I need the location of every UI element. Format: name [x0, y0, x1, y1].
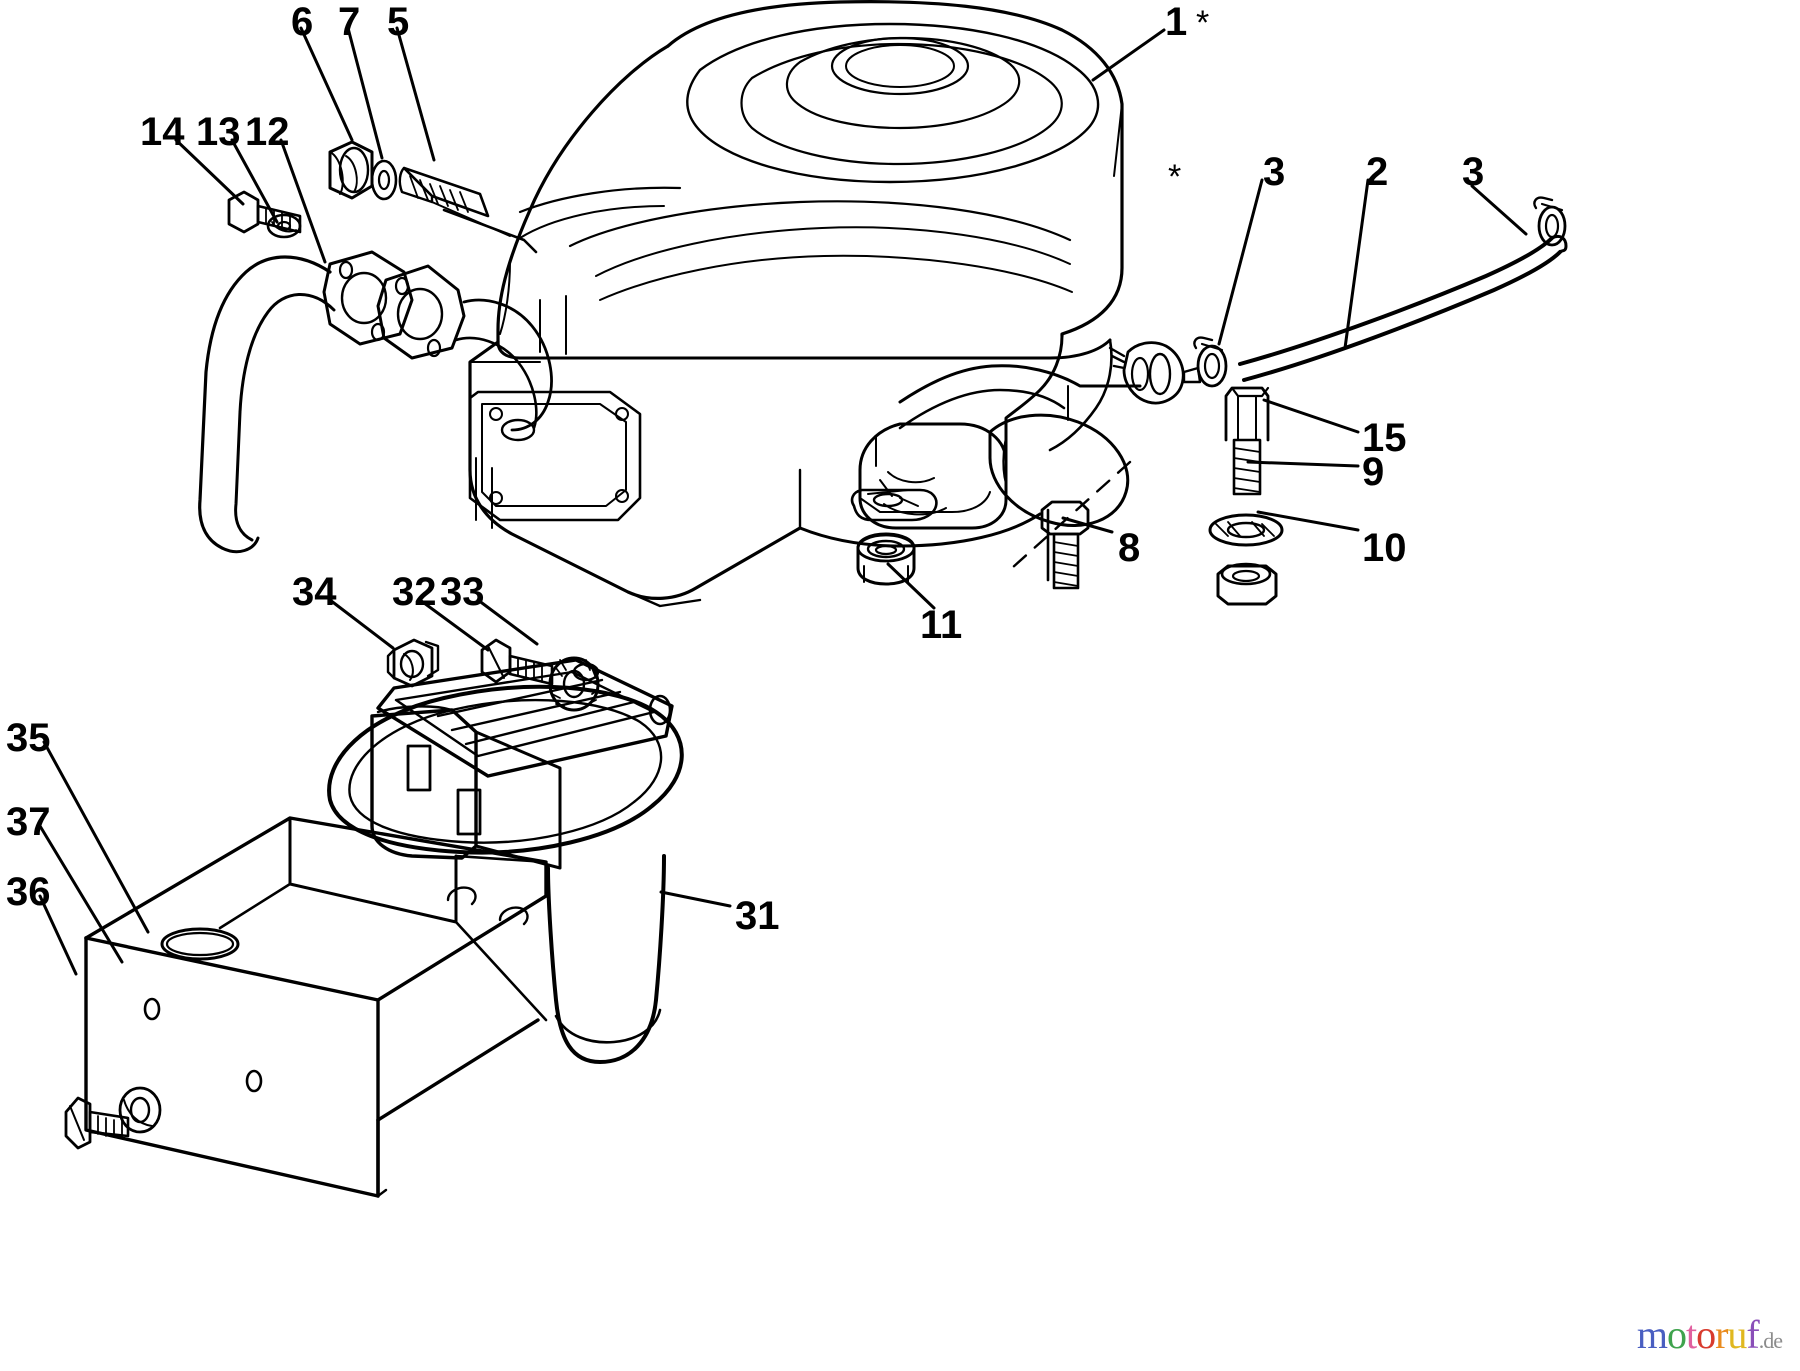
watermark-suffix: .de — [1758, 1328, 1783, 1353]
leader-line-9 — [1246, 460, 1360, 468]
asterisk-marker: * — [1196, 4, 1210, 42]
engine-intake-carburetor — [850, 334, 1142, 530]
fuel-hose — [1238, 234, 1568, 382]
leader-line-36 — [38, 894, 78, 976]
bolt-32 — [480, 638, 554, 686]
leader-line-7 — [346, 26, 384, 160]
fuel-tank-box — [84, 816, 548, 1198]
callout-31: 31 — [735, 894, 780, 938]
watermark-letter: m — [1636, 1312, 1668, 1357]
leader-line-10 — [1256, 510, 1360, 532]
fuel-fitting — [1108, 341, 1202, 405]
callout-37: 37 — [6, 800, 51, 844]
exhaust-pipe — [198, 255, 336, 554]
callout-34: 34 — [292, 570, 337, 614]
leader-line-11 — [886, 562, 936, 610]
nut-10 — [1216, 562, 1278, 606]
washer-37 — [118, 1086, 162, 1134]
bolt-8 — [1040, 500, 1090, 590]
callout-3: 3 — [1263, 150, 1286, 194]
watermark-letter: o — [1696, 1312, 1716, 1357]
callout-32: 32 — [392, 570, 437, 614]
callout-5: 5 — [387, 0, 410, 44]
hose-clamp-right — [1533, 196, 1567, 247]
watermark-letter: r — [1715, 1312, 1728, 1357]
callout-35: 35 — [6, 716, 51, 760]
leader-line-2 — [1343, 178, 1370, 350]
callout-6: 6 — [291, 0, 314, 44]
callout-36: 36 — [6, 870, 51, 914]
callout-14: 14 — [140, 110, 185, 154]
bolt-36 — [64, 1096, 130, 1150]
callout-2: 2 — [1366, 150, 1389, 194]
bolt-14-washer-13 — [227, 190, 302, 239]
lock-washer-33 — [548, 656, 600, 712]
breather-fitting-assembly — [328, 140, 538, 254]
leader-line-5 — [395, 26, 436, 162]
callout-13: 13 — [196, 110, 241, 154]
callout-3: 3 — [1462, 150, 1485, 194]
callout-10: 10 — [1362, 526, 1407, 570]
leader-line-6 — [299, 26, 354, 142]
leader-line-33 — [476, 598, 539, 646]
hose-clamp-left — [1193, 336, 1228, 388]
lock-washer-9 — [1208, 513, 1284, 547]
engine-shroud — [496, 0, 1124, 360]
exhaust-port-stub — [454, 298, 553, 442]
callout-11: 11 — [920, 603, 963, 647]
leader-line-34 — [328, 598, 395, 650]
callout-15: 15 — [1362, 416, 1407, 460]
callout-33: 33 — [440, 570, 485, 614]
leader-line-3 — [1470, 184, 1528, 236]
clip-nut-34 — [386, 638, 440, 688]
watermark-letter: t — [1685, 1312, 1697, 1357]
watermark-letter: f — [1746, 1312, 1759, 1357]
leader-line-31 — [659, 890, 732, 908]
leader-line-13 — [230, 138, 279, 224]
callout-12: 12 — [245, 110, 290, 154]
leader-line-32 — [418, 598, 490, 652]
leader-line-8 — [1061, 516, 1114, 534]
exhaust-gasket-flanges — [322, 250, 466, 360]
muffler-housing — [327, 658, 684, 1064]
leader-line-12 — [279, 138, 327, 264]
leader-line-37 — [38, 824, 124, 964]
leader-line-3 — [1217, 178, 1264, 346]
leader-line-14 — [174, 138, 245, 206]
leader-line-1 — [1091, 28, 1166, 82]
callout-9: 9 — [1362, 450, 1385, 494]
callout-8: 8 — [1118, 526, 1141, 570]
callout-7: 7 — [338, 0, 361, 44]
watermark-letter: u — [1727, 1312, 1747, 1357]
engine-block — [468, 340, 1042, 608]
watermark-letter: o — [1666, 1312, 1687, 1357]
bolt-15 — [1224, 386, 1270, 496]
leader-line-35 — [42, 740, 150, 934]
asterisk-marker: * — [1168, 158, 1182, 196]
callout-1: 1 — [1165, 0, 1188, 44]
flanged-nut-11 — [856, 532, 916, 586]
motoruf-watermark: motoruf.de — [1636, 1312, 1783, 1357]
leader-line-15 — [1262, 398, 1360, 434]
